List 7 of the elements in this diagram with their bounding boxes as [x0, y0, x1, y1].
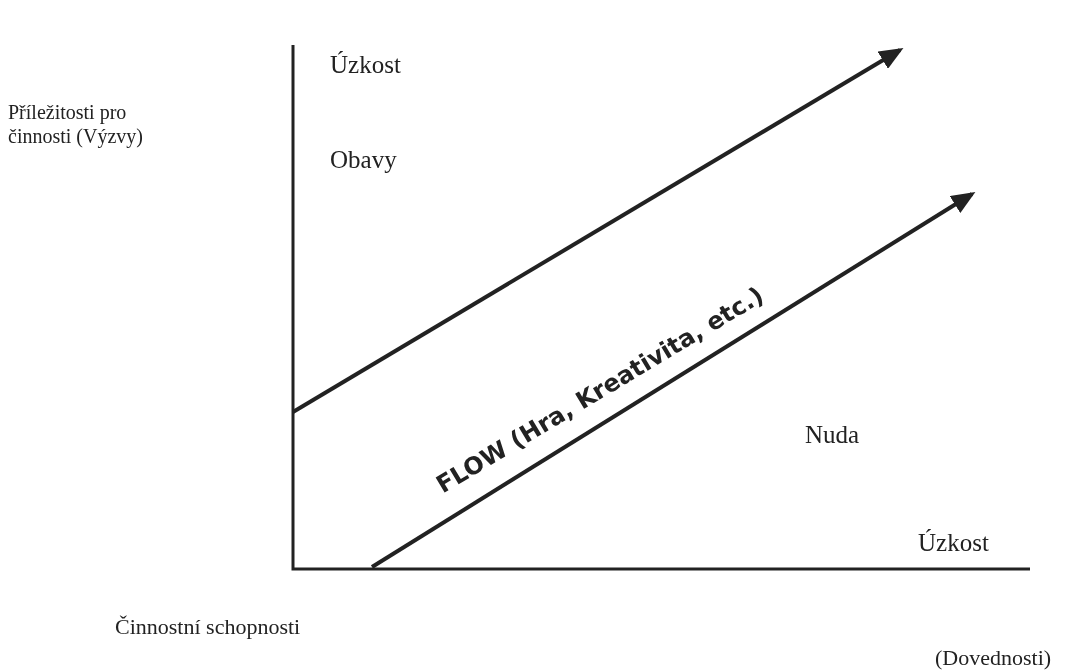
zone-label: Úzkost [330, 50, 401, 80]
axis-label: Příležitosti pro činnosti (Výzvy) [8, 100, 144, 148]
zone-label: Obavy [330, 145, 397, 175]
axis-label: Činnostní schopnosti [115, 614, 301, 641]
zone-label: Nuda [805, 420, 860, 450]
zone-label: Úzkost [918, 528, 989, 558]
axis-label: (Dovednosti) [935, 645, 1052, 670]
